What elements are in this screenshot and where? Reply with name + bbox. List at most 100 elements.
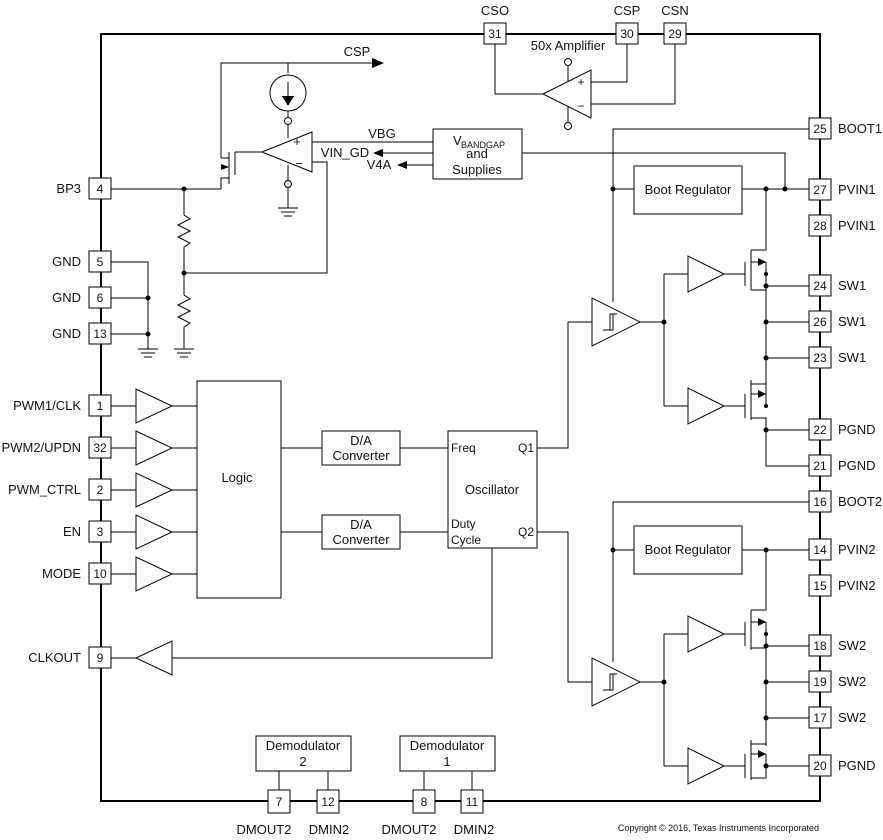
vin-gd-label: VIN_GD — [321, 145, 369, 160]
pin-num-28: 28 — [813, 219, 827, 233]
pin-label-dmin2-11: DMIN2 — [454, 822, 494, 837]
pin-num-24: 24 — [813, 279, 827, 293]
demod1-box — [399, 735, 496, 772]
pin-num-2: 2 — [97, 483, 104, 497]
mode-buffer-icon — [135, 556, 174, 592]
vbandgap-block: V BANDGAP and Supplies VIN_GD V4A — [321, 128, 786, 189]
vbandgap-box — [432, 128, 523, 180]
pin-num-11: 11 — [466, 795, 479, 809]
resistor-lower-icon — [176, 294, 192, 328]
pin-label-pgnd-20: PGND — [838, 758, 876, 773]
boot-reg1-box — [633, 165, 743, 215]
pin-label-pwm1: PWM1/CLK — [13, 398, 81, 413]
pin-label-clkout: CLKOUT — [28, 650, 81, 665]
ls1-source-wire — [751, 417, 809, 467]
hs1-driver-icon — [687, 255, 726, 293]
oscillator-box — [447, 430, 538, 549]
pin-num-25: 25 — [813, 122, 827, 136]
demod2-box — [255, 735, 352, 772]
ls1-arrow — [758, 390, 766, 398]
power-stage-2: Boot Regulator — [591, 501, 809, 785]
source-wire — [111, 177, 229, 190]
copyright-text: Copyright © 2016, Texas Instruments Inco… — [618, 823, 819, 833]
hs1-drain-wire — [751, 189, 767, 251]
ls2-arrow — [758, 750, 766, 758]
boot1-junction — [610, 186, 616, 192]
pin-num-15: 15 — [813, 579, 827, 593]
pin-box-15 — [808, 574, 832, 597]
pin-box-28 — [808, 214, 832, 237]
pin-label-pwm2: PWM2/UPDN — [2, 440, 81, 455]
pin-label-gnd-6: GND — [52, 290, 81, 305]
feedback-wire — [184, 161, 328, 274]
q1-wire — [537, 321, 592, 449]
gnd-junction2 — [145, 331, 151, 337]
demodulators: Demodulator 2 Demodulator 1 — [255, 735, 496, 790]
pin-label-bp3: BP3 — [56, 181, 81, 196]
demod2-line1: Demodulator — [266, 738, 341, 753]
demod2-line2: 2 — [299, 754, 306, 769]
pin-num-32: 32 — [93, 441, 107, 455]
boot1-wire — [612, 128, 809, 302]
pin-label-dmout2-7: DMOUT2 — [237, 822, 292, 837]
amp50-vss-node — [564, 122, 572, 130]
pin-label-sw1-26: SW1 — [838, 314, 866, 329]
pin-num-6: 6 — [97, 291, 104, 305]
pin-label-mode: MODE — [42, 566, 81, 581]
pin-num-30: 30 — [620, 27, 634, 41]
amp-top-node — [284, 117, 292, 125]
logic-label: Logic — [221, 470, 253, 485]
boot-reg1-label: Boot Regulator — [645, 182, 732, 197]
boot2-wire — [612, 501, 809, 662]
csp-signal-label: CSP — [344, 44, 371, 59]
amp-title: 50x Amplifier — [531, 38, 606, 53]
pin-num-13: 13 — [93, 327, 107, 341]
pin-label-sw2-17: SW2 — [838, 710, 866, 725]
pin-label-pvin2-14: PVIN2 — [838, 542, 876, 557]
gnd-junction1 — [145, 295, 151, 301]
da2-line1: D/A — [350, 517, 372, 532]
pwm1-buffer-icon — [135, 388, 174, 424]
pwmctrl-buffer-icon — [135, 472, 174, 508]
sw1-junction-c — [763, 355, 769, 361]
vbandgap-sub: BANDGAP — [461, 140, 505, 150]
logic-box — [196, 380, 282, 599]
pin-label-sw1-23: SW1 — [838, 350, 866, 365]
ls1-driver-icon — [687, 387, 726, 425]
pgnd1-junction — [763, 427, 769, 433]
pin-label-pgnd-22: PGND — [838, 422, 876, 437]
clkout-buffer-icon — [134, 640, 173, 676]
top-pins: 31 CSO 30 CSP 29 CSN — [481, 3, 689, 45]
logic-section: Logic — [111, 380, 493, 676]
da-converters: D/A Converter D/A Converter — [281, 430, 448, 550]
pin-num-12: 12 — [321, 795, 335, 809]
boot2-junction — [610, 547, 616, 553]
sw1-junction-a — [763, 283, 769, 289]
vbandgap-out-wire — [522, 152, 786, 189]
pin-num-22: 22 — [813, 423, 827, 437]
pin-label-gnd-13: GND — [52, 326, 81, 341]
hs2-arrow — [758, 618, 766, 626]
boot-reg2-label: Boot Regulator — [645, 542, 732, 557]
sw1-junction-b — [763, 319, 769, 325]
bp3-regulator: CSP + − VBG — [111, 44, 433, 358]
da2-box — [321, 514, 401, 550]
pwm2-buffer-icon — [135, 430, 174, 466]
right-pins: 25 BOOT1 27 PVIN1 28 PVIN1 24 SW1 26 SW1… — [808, 117, 882, 777]
ls1-body-dot — [764, 404, 768, 408]
sw2-junction-b — [763, 679, 769, 685]
pin-label-sw2-19: SW2 — [838, 674, 866, 689]
pin-label-csn: CSN — [661, 3, 688, 18]
pin-num-9: 9 — [97, 651, 104, 665]
amp50-minus: − — [577, 99, 584, 113]
pin-label-dmout2-8: DMOUT2 — [382, 822, 437, 837]
csp-arrowhead — [372, 58, 384, 68]
pin-num-1: 1 — [97, 399, 104, 413]
pin-num-8: 8 — [421, 795, 428, 809]
divider-junction — [181, 270, 187, 276]
osc-cycle-label: Cycle — [451, 533, 481, 547]
schmitt2-symbol2 — [606, 674, 614, 691]
vbandgap-v: V — [453, 133, 462, 148]
pin-label-sw2-18: SW2 — [838, 638, 866, 653]
bp3-opamp-minus: − — [295, 156, 303, 171]
